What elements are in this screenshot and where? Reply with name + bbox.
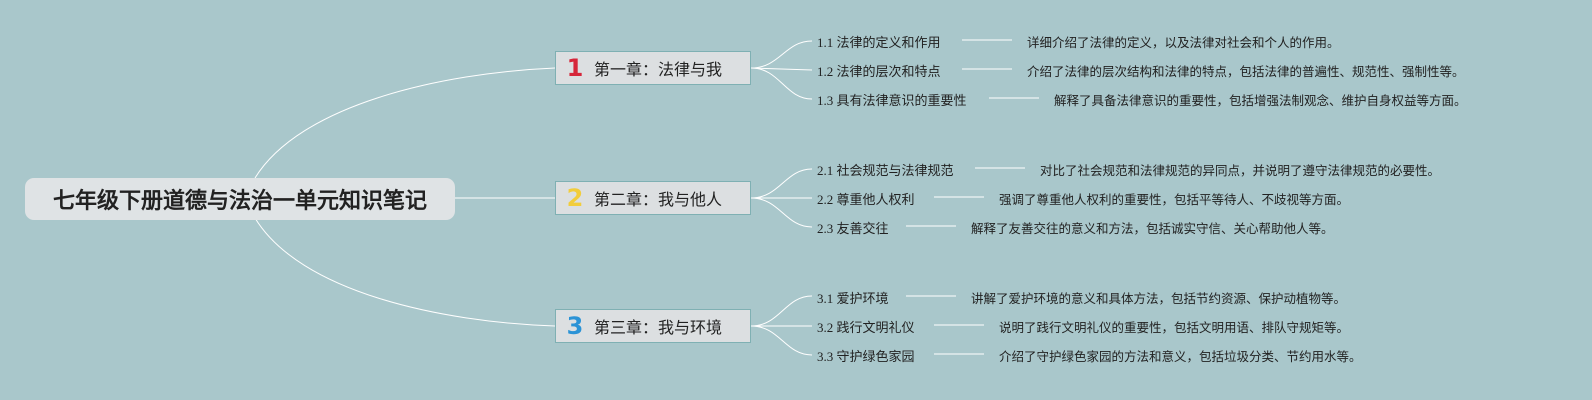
topic-2-1-desc: 对比了社会规范和法律规范的异同点，并说明了遵守法律规范的必要性。: [1040, 163, 1441, 178]
topic-1-1-desc: 详细介绍了法律的定义，以及法律对社会和个人的作用。: [1027, 35, 1340, 50]
topic-3-2-desc: 说明了践行文明礼仪的重要性，包括文明用语、排队守规矩等。: [999, 320, 1350, 335]
topic-2-2-desc: 强调了尊重他人权利的重要性，包括平等待人、不歧视等方面。: [999, 192, 1350, 207]
topic-1-1[interactable]: 1.1 法律的定义和作用: [817, 35, 941, 50]
chapter-2-node[interactable]: 2 第二章：我与他人: [555, 181, 751, 215]
topic-3-2[interactable]: 3.2 践行文明礼仪: [817, 320, 915, 335]
root-title: 七年级下册道德与法治一单元知识笔记: [52, 189, 427, 214]
topic-1-3[interactable]: 1.3 具有法律意识的重要性: [817, 93, 967, 108]
chapter-3-node[interactable]: 3 第三章：我与环境: [555, 309, 751, 343]
topic-1-2-desc: 介绍了法律的层次结构和法律的特点，包括法律的普遍性、规范性、强制性等。: [1027, 64, 1465, 79]
topic-3-3-desc: 介绍了守护绿色家园的方法和意义，包括垃圾分类、节约用水等。: [999, 349, 1362, 364]
chapter-1-node[interactable]: 1 第一章：法律与我: [555, 51, 751, 85]
topic-2-1[interactable]: 2.1 社会规范与法律规范: [817, 163, 954, 178]
number-3-icon: 3: [566, 312, 584, 340]
topic-1-2[interactable]: 1.2 法律的层次和特点: [817, 64, 941, 79]
chapter-3-label: 第三章：我与环境: [594, 318, 723, 337]
topic-2-3[interactable]: 2.3 友善交往: [817, 221, 889, 236]
topic-3-1[interactable]: 3.1 爱护环境: [817, 291, 889, 306]
root-topic[interactable]: 七年级下册道德与法治一单元知识笔记: [25, 178, 455, 220]
topic-3-3[interactable]: 3.3 守护绿色家园: [817, 349, 915, 364]
topic-2-3-desc: 解释了友善交往的意义和方法，包括诚实守信、关心帮助他人等。: [971, 221, 1334, 236]
number-1-icon: 1: [566, 54, 584, 82]
topic-3-1-desc: 讲解了爱护环境的意义和具体方法，包括节约资源、保护动植物等。: [971, 291, 1347, 306]
topic-1-3-desc: 解释了具备法律意识的重要性，包括增强法制观念、维护自身权益等方面。: [1054, 93, 1467, 108]
chapter-1-label: 第一章：法律与我: [594, 60, 723, 79]
topic-2-2[interactable]: 2.2 尊重他人权利: [817, 192, 915, 207]
number-2-icon: 2: [566, 184, 584, 212]
chapter-2-label: 第二章：我与他人: [594, 190, 723, 209]
